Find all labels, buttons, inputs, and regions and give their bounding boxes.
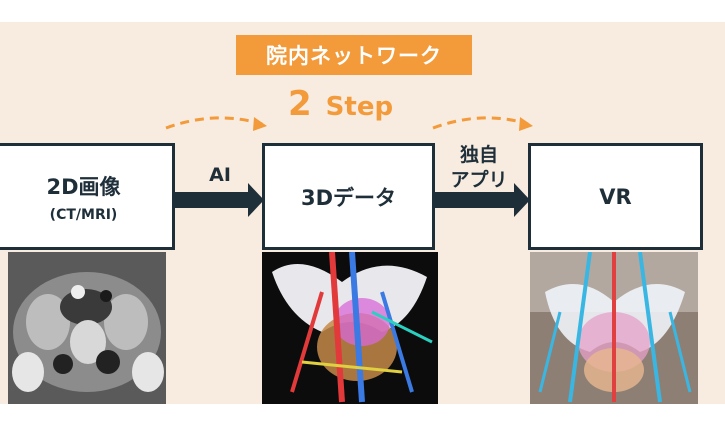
arrow-app-label-line2: アプリ — [450, 169, 508, 191]
arrow-ai-label: AI — [209, 164, 231, 186]
arrow-ai-head — [248, 183, 264, 217]
arrow-app-shaft — [435, 192, 515, 208]
dashed-arrow-left-head — [253, 117, 267, 131]
network-banner: 院内ネットワーク — [236, 35, 472, 75]
dashed-arrow-right-head — [519, 117, 533, 131]
box-vr-title: VR — [599, 184, 632, 209]
box-2d-title: 2D画像 — [46, 174, 121, 199]
dashed-arrow-right — [432, 116, 529, 130]
arrow-app-label-line1: 独自 — [459, 144, 498, 166]
mri-scan-image — [8, 252, 166, 404]
box-2d-image: 2D画像 (CT/MRI) — [0, 143, 175, 250]
step-count: 2 Step — [288, 84, 458, 124]
vr-drawing — [530, 252, 698, 404]
arrow-app-label: 独自 アプリ — [444, 143, 514, 193]
box-3d-title: 3Dデータ — [300, 185, 397, 210]
3d-render-drawing — [262, 252, 438, 404]
mri-scan-drawing — [8, 252, 166, 404]
step-word: Step — [325, 92, 394, 122]
arrow-app-head — [514, 183, 530, 217]
box-vr: VR — [528, 143, 703, 250]
dashed-arrow-left — [165, 116, 263, 130]
arrow-ai-shaft — [175, 192, 249, 208]
box-3d-data: 3Dデータ — [262, 143, 435, 250]
box-2d-subtitle: (CT/MRI) — [49, 206, 118, 223]
step-number: 2 — [288, 84, 312, 124]
3d-render-image — [262, 252, 438, 404]
vr-image — [530, 252, 698, 404]
